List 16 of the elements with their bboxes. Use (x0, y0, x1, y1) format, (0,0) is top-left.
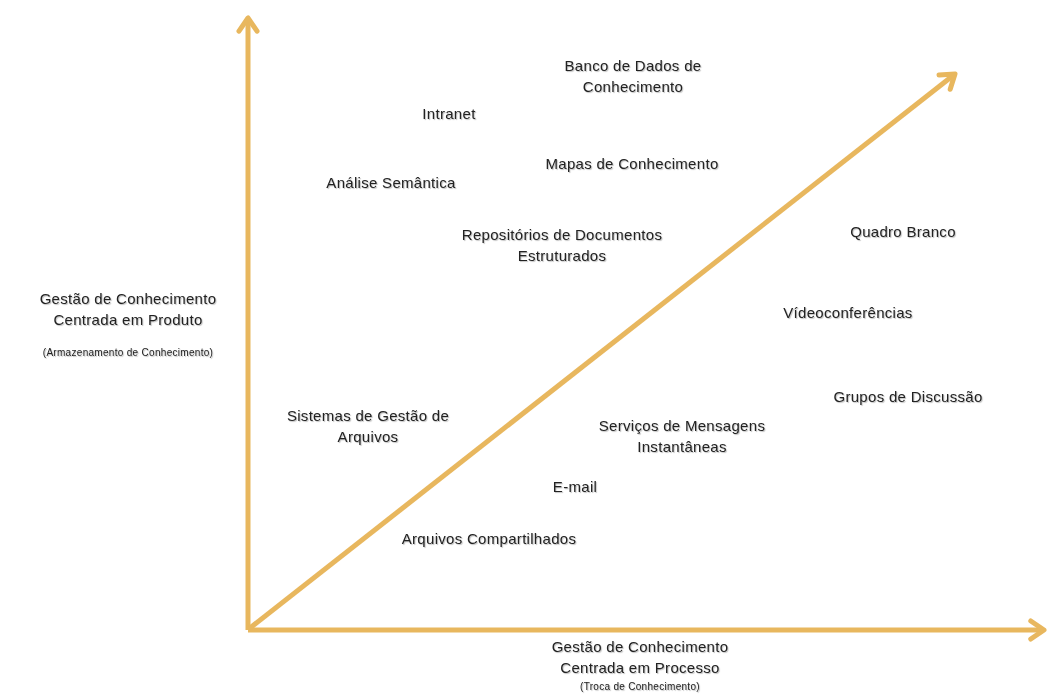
axis-title: Gestão de Conhecimento Centrada em Processo (550, 637, 730, 678)
item-label: Análise Semântica (325, 173, 457, 193)
item-label: Quadro Branco (849, 222, 957, 242)
item-label: Banco de Dados de Conhecimento (563, 56, 703, 97)
axis-subtitle: (Troca de Conhecimento) (579, 680, 701, 693)
axis-title: Gestão de Conhecimento Centrada em Produto (38, 289, 218, 330)
axis-subtitle: (Armazenamento de Conhecimento) (41, 346, 215, 359)
item-label: Arquivos Compartilhados (400, 529, 578, 549)
item-label: Mapas de Conhecimento (544, 154, 720, 174)
item-label: Vídeoconferências (782, 303, 914, 323)
item-label: Intranet (421, 104, 477, 124)
item-label: Serviços de Mensagens Instantâneas (597, 416, 767, 457)
item-label: Repositórios de Documentos Estruturados (460, 225, 664, 266)
item-label: Grupos de Discussão (832, 387, 984, 407)
item-label: E-mail (551, 477, 599, 497)
item-label: Sistemas de Gestão de Arquivos (285, 406, 451, 447)
